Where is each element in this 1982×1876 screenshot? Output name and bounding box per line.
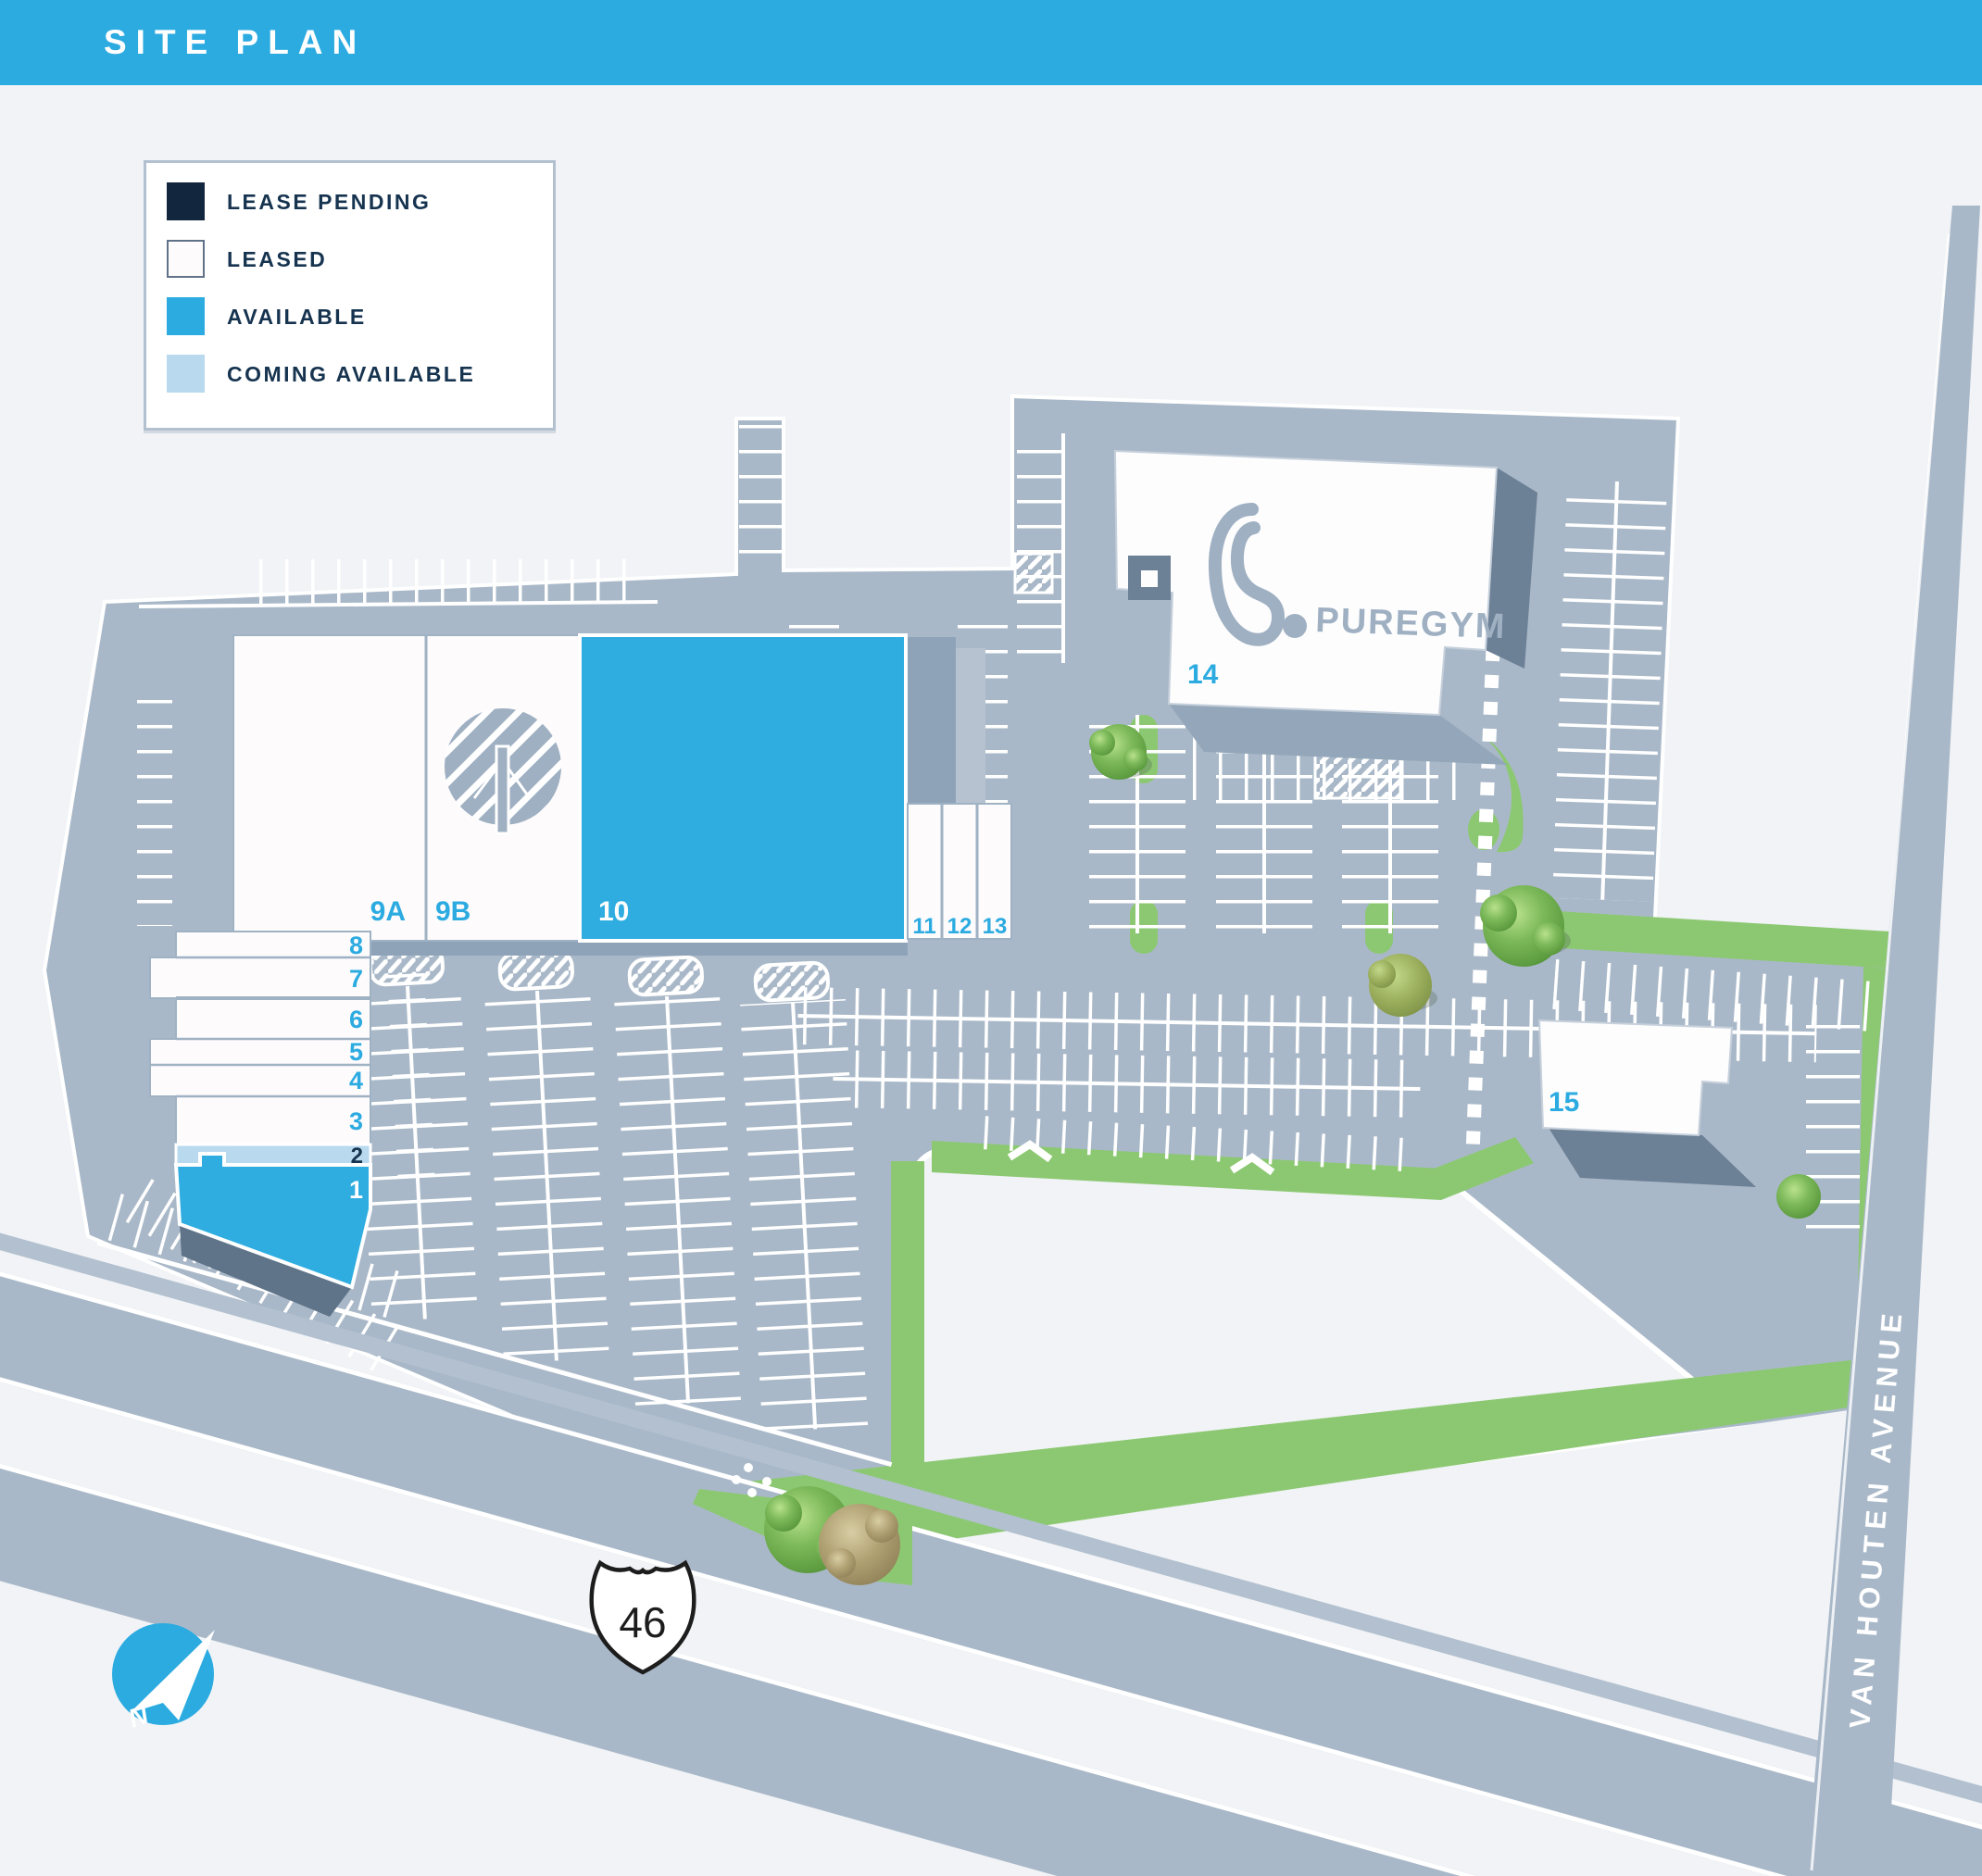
unit-label-7: 7 [349, 965, 363, 993]
building-14-puregym: PUREGYM [1113, 449, 1537, 765]
building-block-9a-9b-10 [232, 633, 985, 956]
page-title: SITE PLAN [104, 23, 367, 61]
highway-46-road [0, 1206, 1982, 1876]
unit-label-8: 8 [349, 932, 363, 959]
trees [764, 724, 1821, 1585]
unit-label-9b: 9B [435, 896, 470, 927]
legend-item-available: AVAILABLE [167, 297, 553, 335]
lease-pending-label: LEASE PENDING [227, 190, 432, 214]
unit-label-1: 1 [349, 1176, 363, 1204]
north-arrow-icon: N [112, 1623, 215, 1733]
unit-label-2: 2 [351, 1144, 363, 1169]
building-block-1-8 [149, 931, 372, 1317]
unit-label-15: 15 [1549, 1087, 1579, 1118]
building-15 [1537, 1019, 1756, 1187]
unit-label-6: 6 [349, 1006, 363, 1033]
available-label: AVAILABLE [227, 305, 367, 329]
unit-label-12: 12 [947, 914, 972, 939]
building-block-11-12-13 [907, 803, 1012, 940]
puregym-logo-icon [1208, 503, 1307, 646]
coming-available-label: COMING AVAILABLE [227, 362, 476, 386]
unit-label-4: 4 [349, 1067, 363, 1094]
route-46-shield: 46 [589, 1559, 696, 1675]
unit-label-9a: 9A [370, 896, 406, 927]
leased-swatch [167, 240, 205, 278]
van-houten-avenue-road [1806, 206, 1980, 1876]
available-swatch [167, 297, 205, 335]
unit-label-3: 3 [349, 1107, 363, 1135]
unit-label-5: 5 [349, 1038, 363, 1066]
legend: LEASE PENDING LEASED AVAILABLE COMING AV… [144, 160, 556, 431]
legend-item-lease-pending: LEASE PENDING [167, 182, 553, 220]
unit-labels: 1 2 3 4 5 6 7 8 9A 9B 10 11 12 13 14 15 [349, 659, 1579, 1204]
coming-available-swatch [167, 355, 205, 393]
route-46-number: 46 [619, 1598, 666, 1646]
leased-label: LEASED [227, 247, 328, 271]
lease-pending-swatch [167, 182, 205, 220]
unit-label-10: 10 [598, 896, 629, 927]
unit-label-11: 11 [912, 914, 935, 939]
puregym-wordmark: PUREGYM [1315, 601, 1507, 646]
legend-item-coming-available: COMING AVAILABLE [167, 355, 553, 393]
legend-item-leased: LEASED [167, 240, 553, 278]
dollar-tree-logo-icon [445, 708, 561, 835]
unit-label-14: 14 [1187, 659, 1219, 690]
unit-label-13: 13 [983, 914, 1008, 939]
unit-1-shape [173, 1152, 372, 1290]
unit-1-shadow [180, 1224, 352, 1317]
unit-10-shape [578, 633, 908, 943]
header-bar: SITE PLAN [0, 0, 1982, 85]
